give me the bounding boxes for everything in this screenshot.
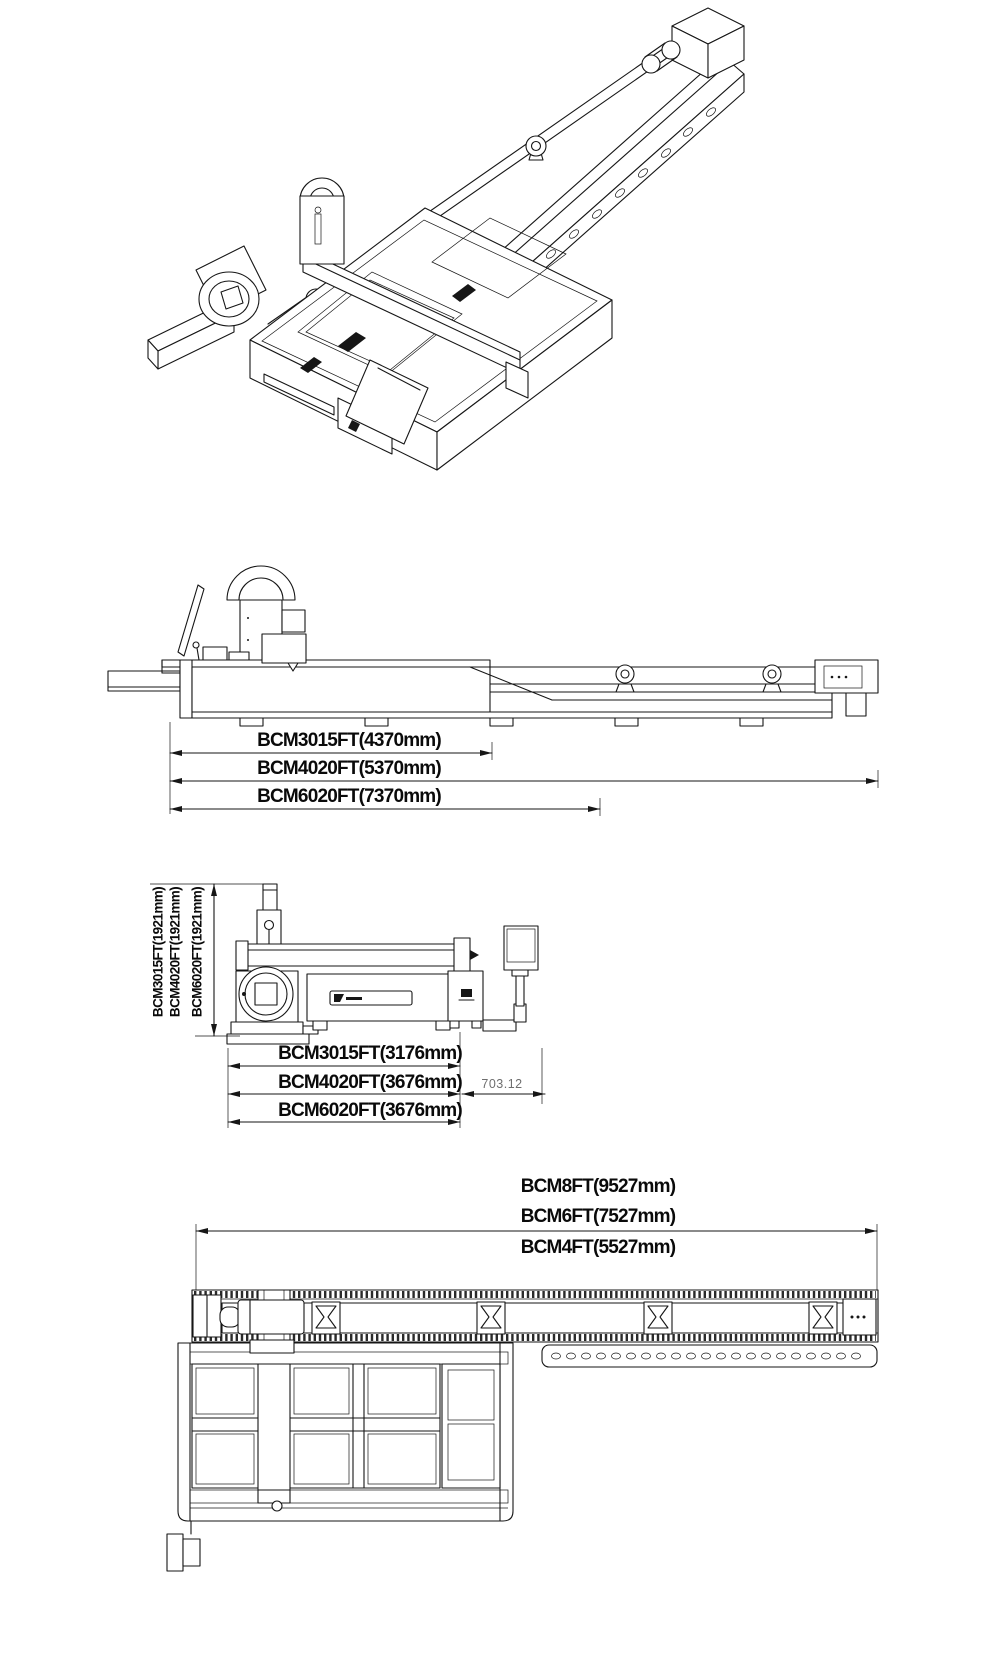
side-laser-tower bbox=[226, 565, 307, 672]
plan-dim-label-1: BCM8FT(9527mm) bbox=[521, 1176, 676, 1197]
front-control-panel bbox=[482, 925, 539, 1032]
plan-roller-station-3 bbox=[643, 1301, 673, 1335]
plan-dim-label-3: BCM4FT(5527mm) bbox=[521, 1237, 676, 1258]
side-dim-label-2: BCM4020FT(5370mm) bbox=[257, 758, 441, 779]
front-width-dim-label-3: BCM6020FT(3676mm) bbox=[278, 1100, 462, 1121]
side-elevation-view: BCM3015FT(4370mm) BCM4020FT(5370mm) BCM6… bbox=[107, 565, 879, 816]
plan-roller-station-4 bbox=[808, 1301, 838, 1335]
front-width-dim-label-1: BCM3015FT(3176mm) bbox=[278, 1043, 462, 1064]
iso-tailstock bbox=[641, 7, 745, 79]
plan-chuck-carriage bbox=[219, 1299, 305, 1335]
iso-front-cabinet bbox=[263, 359, 429, 455]
side-dim-label-3: BCM6020FT(7370mm) bbox=[257, 786, 441, 807]
front-height-dimension bbox=[150, 883, 266, 1037]
plan-roller-station-2 bbox=[476, 1301, 506, 1335]
side-support-rail bbox=[489, 683, 879, 693]
isometric-view bbox=[147, 7, 745, 471]
front-view: BCM3015FT(1921mm) BCM4020FT(1921mm) BCM6… bbox=[150, 883, 546, 1128]
front-chuck bbox=[226, 966, 319, 1045]
side-machine-body bbox=[107, 659, 833, 727]
front-height-dim-label-3: BCM6020FT(1921mm) bbox=[190, 887, 205, 1017]
iso-rotary-chuck bbox=[195, 245, 267, 327]
front-height-dim-label-1: BCM3015FT(1921mm) bbox=[151, 887, 166, 1017]
side-roller-1 bbox=[615, 664, 635, 693]
front-offset-dim-label: 703.12 bbox=[481, 1077, 522, 1091]
plan-work-table bbox=[177, 1342, 514, 1522]
front-width-dimension-lines bbox=[227, 1032, 546, 1128]
iso-tube-roller-1 bbox=[525, 135, 547, 161]
plan-roller-station-1 bbox=[311, 1301, 341, 1335]
plan-view: BCM8FT(9527mm) BCM6FT(7527mm) BCM4FT(552… bbox=[166, 1176, 879, 1572]
side-tailstock bbox=[814, 659, 879, 717]
plan-pendant-box bbox=[166, 1520, 201, 1572]
side-roller-2 bbox=[762, 664, 782, 693]
front-machine-body bbox=[306, 970, 484, 1031]
plan-dimension-line bbox=[195, 1224, 878, 1292]
side-dim-label-1: BCM3015FT(4370mm) bbox=[257, 730, 441, 751]
iso-gantry bbox=[302, 249, 529, 399]
side-dimension-lines bbox=[169, 722, 879, 816]
plan-dim-label-2: BCM6FT(7527mm) bbox=[521, 1206, 676, 1227]
iso-laser-head-tower bbox=[299, 177, 345, 265]
front-width-dim-label-2: BCM4020FT(3676mm) bbox=[278, 1072, 462, 1093]
plan-gantry-over-table bbox=[249, 1339, 295, 1512]
front-height-dim-label-2: BCM4020FT(1921mm) bbox=[168, 887, 183, 1017]
plan-cable-chain bbox=[541, 1344, 878, 1368]
plan-tailstock bbox=[842, 1298, 877, 1336]
side-flip-door bbox=[177, 584, 250, 661]
